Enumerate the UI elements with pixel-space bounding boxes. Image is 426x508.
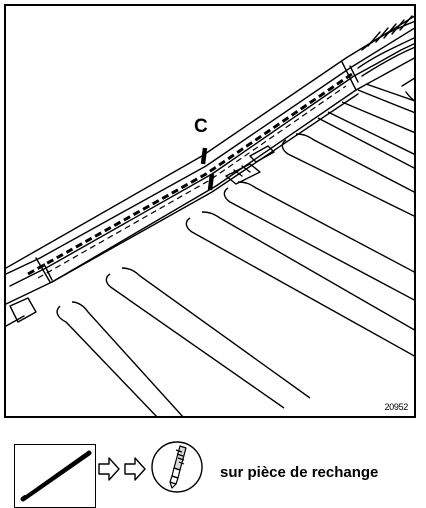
roof-panel-edge <box>51 93 359 283</box>
roof-rib-7 <box>341 101 414 134</box>
seal-strip-icon <box>20 450 92 502</box>
seal-dashed-line-upper <box>27 72 353 276</box>
roof-rib-4 <box>223 181 414 301</box>
seal-dashed-line-lower <box>37 85 347 279</box>
roof-rib-6 <box>317 111 414 169</box>
roof-rib-1 <box>56 301 184 416</box>
roof-rib-2 <box>105 267 311 409</box>
spare-part-box <box>14 444 96 508</box>
callout-label-c: C <box>194 116 208 137</box>
roof-rib-8 <box>357 83 414 114</box>
right-arrow-icon <box>98 457 120 481</box>
adhesive-tube-icon <box>151 441 203 493</box>
diagram-panel: C 20952 <box>4 4 416 418</box>
bracket-clip <box>225 163 261 185</box>
reference-code: 20952 <box>384 402 408 412</box>
roof-rail-outer-edge <box>6 27 414 275</box>
roof-corner-piece <box>361 15 414 51</box>
roof-rail-top-edge <box>6 15 414 269</box>
right-arrow-icon <box>124 457 146 481</box>
section-marker-bottom <box>207 173 215 191</box>
roof-rib-5 <box>281 133 414 217</box>
legend-text: sur pièce de rechange <box>220 464 379 481</box>
section-marker-top <box>200 147 208 165</box>
roof-diagram <box>6 15 414 416</box>
roof-rib-3 <box>185 211 414 357</box>
